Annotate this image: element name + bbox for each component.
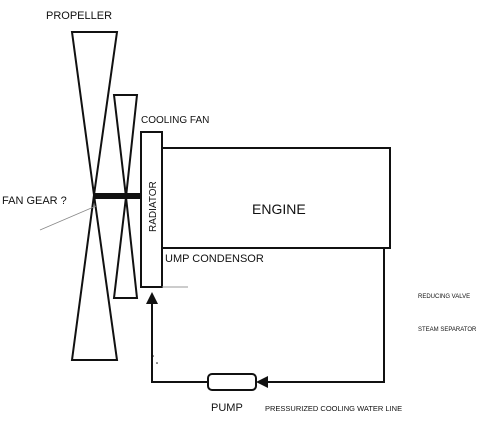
fan-gear-pointer — [39, 205, 97, 231]
mark-dot — [152, 355, 154, 357]
cooling-fan-label: COOLING FAN — [141, 115, 209, 126]
pressurized-cooling-water-line — [264, 248, 385, 383]
radiator — [140, 131, 163, 288]
propeller-label: PROPELLER — [46, 10, 112, 22]
pressurized-line-label: PRESSURIZED COOLING WATER LINE — [265, 404, 402, 413]
line-arrowhead-to-radiator — [146, 292, 158, 304]
reducing-valve-label: REDUCING VALVE — [418, 294, 470, 300]
engine-block — [161, 147, 391, 249]
cooling-fan-blade-lower — [112, 196, 139, 299]
fan-gear-label: FAN GEAR ? — [2, 195, 67, 207]
cooling-fan-blade-upper — [112, 94, 139, 198]
line-arrowhead-to-pump — [256, 376, 268, 388]
propeller-blade-lower — [70, 194, 119, 361]
radiator-feed-line — [151, 302, 208, 383]
propeller-blade-upper — [70, 31, 119, 196]
pump — [207, 373, 257, 391]
engine-label: ENGINE — [252, 201, 306, 217]
pump-label: PUMP — [211, 402, 243, 414]
fan-gear-shaft — [94, 193, 140, 199]
mark-dot — [156, 362, 158, 364]
steam-separator-label: STEAM SEPARATOR — [418, 327, 477, 333]
radiator-label: RADIATOR — [148, 181, 159, 232]
pump-condensor-label: UMP CONDENSOR — [165, 253, 264, 265]
